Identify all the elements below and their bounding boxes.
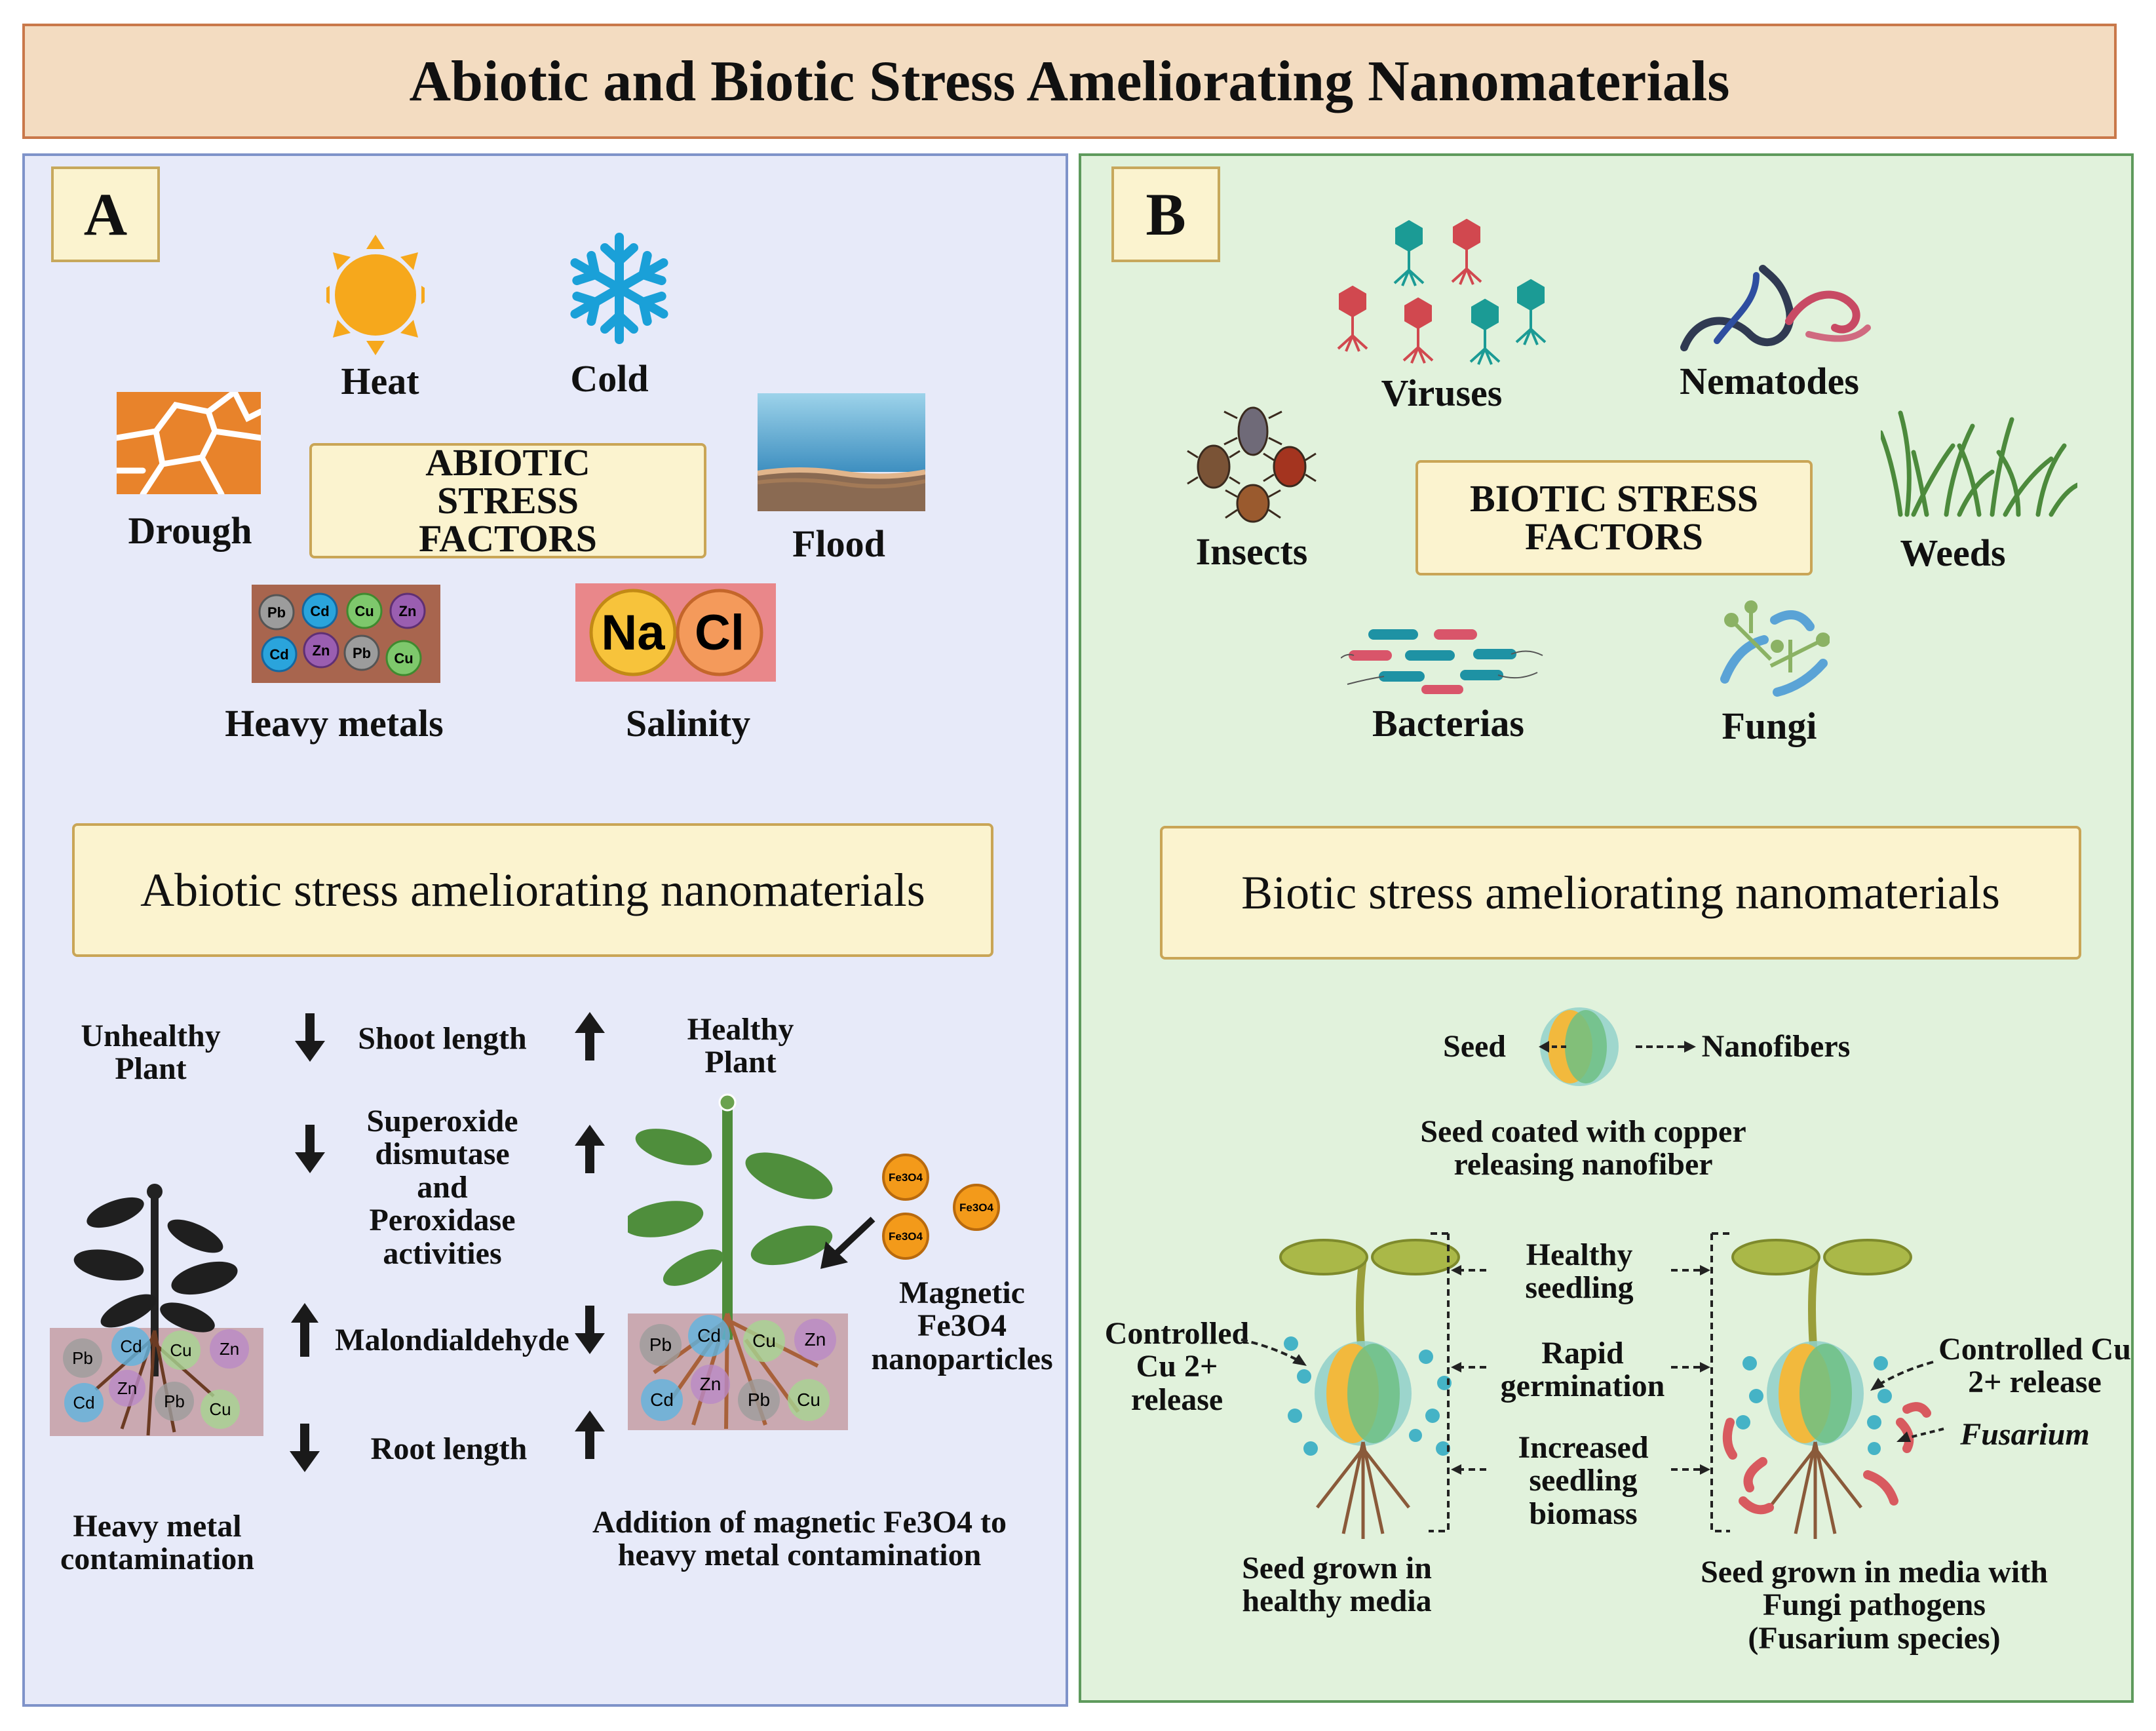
weeds-icon [1881,410,2077,517]
drought-label: Drough [128,509,252,552]
metal-zn-2: Zn [313,642,330,659]
contamination-caption: Heavy metal contamination [60,1509,254,1577]
soil-zn: Zn [220,1339,239,1359]
metal-pb-2: Pb [353,645,371,661]
abiotic-factors-label: ABIOTIC STRESS FACTORS [419,441,597,560]
hp-soil-zn: Zn [805,1329,826,1350]
effect-increased-biomass: Increased seedling biomass [1518,1430,1649,1531]
abiotic-nano-box: Abiotic stress ameliorating nanomaterial… [72,823,993,957]
cl-symbol: Cl [695,605,744,661]
healthy-media-caption: Seed grown in healthy media [1242,1551,1432,1619]
magnetic-np-label: Magnetic Fe3O4 nanoparticles [871,1275,1053,1376]
sun-icon [326,235,425,355]
cold-label: Cold [570,357,649,400]
virus-icon [1337,218,1547,365]
param-shoot-length: Shoot length [358,1021,527,1056]
healthy-seedling-icon [1279,1239,1460,1539]
seed-caption: Seed coated with copper releasing nanofi… [1420,1114,1746,1182]
np-label-1: Fe3O4 [889,1171,923,1184]
title-bar: Abiotic and Biotic Stress Ameliorating N… [22,24,2117,139]
panel-b-letter: B [1111,166,1220,262]
seed-label: Seed [1443,1029,1506,1064]
viruses-label: Viruses [1381,372,1503,414]
nanofiber-arrow [1636,1041,1696,1053]
soil-zn-2: Zn [117,1378,137,1398]
controlled-cu-right-label: Controlled Cu 2+ release [1938,1332,2131,1400]
soil-pb-2: Pb [164,1391,185,1411]
effect-rapid-germination: Rapid germination [1500,1336,1665,1404]
np-label-2: Fe3O4 [959,1201,994,1214]
unhealthy-plant-label: Unhealthy Plant [81,1019,221,1087]
param-malondialdehyde: Malondialdehyde [335,1323,569,1357]
insects-label: Insects [1195,530,1308,573]
param-root-length: Root length [370,1431,528,1466]
heat-label: Heat [341,360,419,402]
up-arrows [575,1012,605,1459]
metal-cu: Cu [355,603,374,619]
abiotic-factors-box: ABIOTIC STRESS FACTORS [309,443,706,558]
effect-healthy-seedling: Healthy seedling [1525,1237,1634,1306]
nematode-icon [1680,265,1871,351]
hp-soil-zn-2: Zn [700,1374,722,1394]
hp-soil-cd-2: Cd [650,1390,674,1410]
salinity-icon: Na Cl [575,583,776,682]
healthy-plant-label: Healthy Plant [687,1012,794,1080]
hp-soil-cd: Cd [697,1325,721,1346]
bacterias-label: Bacterias [1372,702,1524,745]
snowflake-icon [570,233,668,344]
soil-cu: Cu [170,1340,191,1360]
np-label-3: Fe3O4 [889,1230,923,1243]
hp-soil-cu-2: Cu [797,1390,820,1410]
soil-cd-2: Cd [73,1393,94,1412]
flood-label: Flood [792,522,885,565]
hp-soil-pb: Pb [649,1334,672,1355]
soil-cd: Cd [120,1336,142,1356]
metal-cd: Cd [310,603,329,619]
weeds-label: Weeds [1900,532,2006,574]
fe3o4-nanoparticles-icon: Fe3O4 Fe3O4 Fe3O4 [820,1154,1000,1269]
cu-left-arrow [1241,1338,1307,1366]
metal-zn: Zn [399,603,417,619]
fungi-icon [1720,600,1830,697]
heavy-metals-icon: Pb Cd Cu Zn Cd Zn Pb Cu [252,585,440,683]
biotic-factors-box: BIOTIC STRESS FACTORS [1415,460,1813,575]
insects-icon [1187,406,1317,523]
metal-cd-2: Cd [269,646,288,663]
cracked-soil-icon [117,392,261,494]
soil-cu-2: Cu [209,1399,231,1419]
na-symbol: Na [601,605,665,661]
nematodes-label: Nematodes [1680,360,1859,402]
coated-seed-icon [1539,1007,1619,1086]
down-arrows [290,1013,325,1472]
fusarium-arrow [1896,1428,1944,1442]
panel-a-letter: A [51,166,160,262]
biotic-nano-label: Biotic stress ameliorating nanomaterials [1241,866,2000,919]
infected-seedling-icon [1722,1239,1931,1539]
biotic-factors-label: BIOTIC STRESS FACTORS [1469,477,1759,558]
fungi-media-caption: Seed grown in media with Fungi pathogens… [1701,1555,2048,1656]
unhealthy-plant-icon: Pb Cd Cu Zn Zn Cd Pb Cu [50,1184,263,1436]
flood-icon [758,393,925,511]
fusarium-label: Fusarium [1960,1417,2090,1452]
abiotic-nano-label: Abiotic stress ameliorating nanomaterial… [140,863,925,916]
cu-right-arrow [1870,1361,1934,1391]
biotic-nano-box: Biotic stress ameliorating nanomaterials [1160,826,2081,960]
bacteria-icon [1341,629,1543,694]
healthy-plant-icon: Pb Cd Cu Zn Zn Cd Pb Cu [628,1093,848,1430]
fungi-label: Fungi [1722,705,1817,747]
hp-soil-cu: Cu [752,1331,776,1351]
salinity-label: Salinity [625,702,751,745]
effects-brackets [1429,1232,1730,1532]
addition-caption: Addition of magnetic Fe3O4 to heavy meta… [592,1505,1007,1573]
nanofibers-label: Nanofibers [1701,1029,1851,1064]
hp-soil-pb-2: Pb [748,1390,770,1410]
page-title: Abiotic and Biotic Stress Ameliorating N… [409,49,1730,113]
soil-pb: Pb [72,1348,93,1368]
param-sod-activities: Superoxide dismutase and Peroxidase acti… [366,1104,518,1271]
heavy-metals-label: Heavy metals [225,702,444,745]
metal-pb: Pb [267,604,286,621]
metal-cu-2: Cu [394,650,413,667]
controlled-cu-left-label: Controlled Cu 2+ release [1104,1316,1250,1417]
